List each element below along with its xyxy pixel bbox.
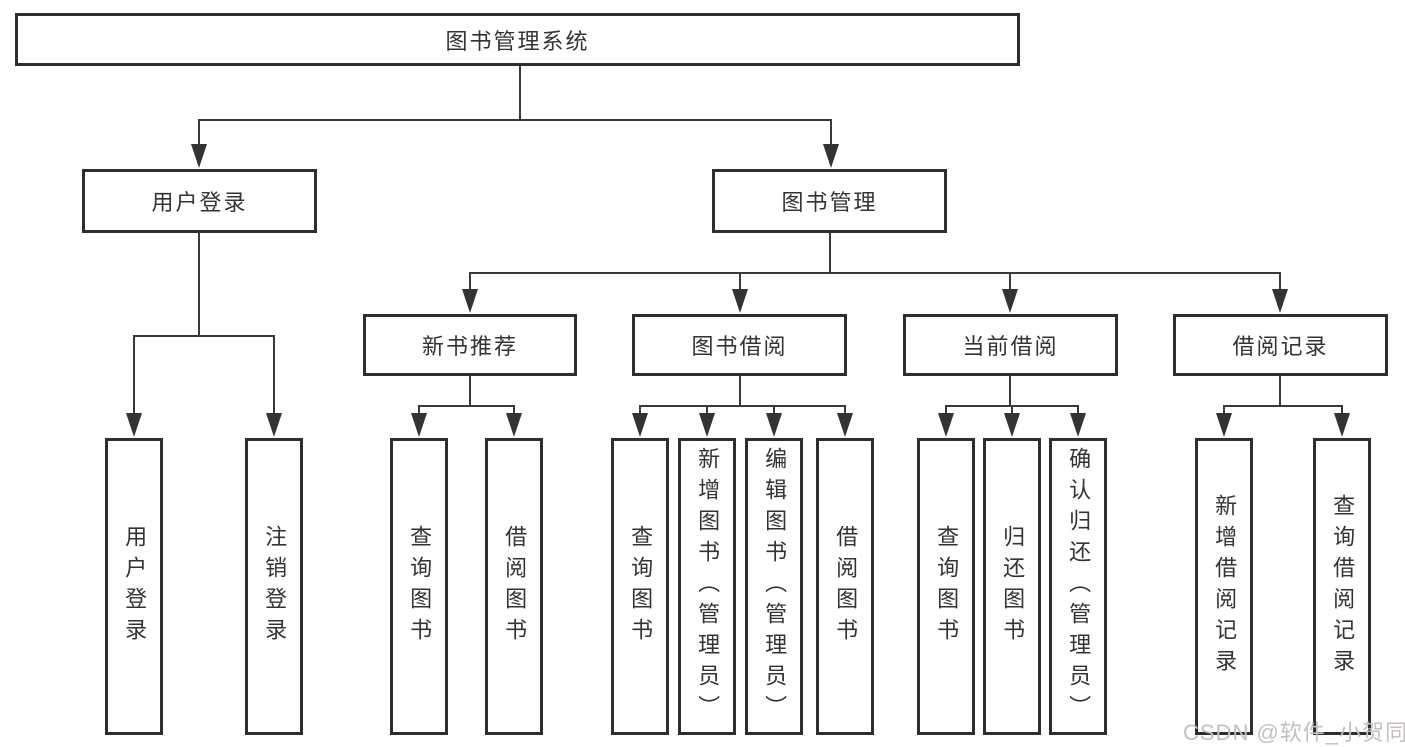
connector-line bbox=[945, 405, 947, 415]
arrow-down-icon bbox=[837, 413, 853, 437]
arrow-down-icon bbox=[191, 144, 207, 168]
leaf-logout: 注销登录 bbox=[245, 438, 303, 735]
connector-line bbox=[1009, 376, 1011, 407]
leaf-records-add: 新增借阅记录 bbox=[1195, 438, 1253, 735]
connector-line bbox=[830, 119, 832, 146]
node-root-system: 图书管理系统 bbox=[15, 13, 1020, 66]
arrow-down-icon bbox=[266, 413, 282, 437]
leaf-current-return: 归还图书 bbox=[983, 438, 1041, 735]
arrow-down-icon bbox=[506, 413, 522, 437]
arrow-down-icon bbox=[938, 413, 954, 437]
connector-line bbox=[829, 233, 831, 273]
connector-line bbox=[133, 335, 275, 337]
connector-line bbox=[706, 405, 708, 415]
connector-line bbox=[1341, 405, 1343, 415]
csdn-watermark: CSDN @软件_小贺同学 bbox=[1183, 720, 1405, 745]
arrow-down-icon bbox=[1070, 413, 1086, 437]
connector-line bbox=[199, 119, 832, 121]
connector-line bbox=[1224, 405, 1343, 407]
node-new-book-recommend: 新书推荐 bbox=[363, 314, 577, 376]
leaf-borrowing-edit-admin: 编辑图书（管理员） bbox=[745, 438, 803, 735]
arrow-down-icon bbox=[1002, 289, 1018, 313]
connector-line bbox=[198, 233, 200, 337]
connector-line bbox=[469, 272, 471, 291]
arrow-down-icon bbox=[632, 413, 648, 437]
connector-line bbox=[198, 119, 200, 146]
connector-line bbox=[773, 405, 775, 415]
connector-line bbox=[739, 272, 741, 291]
connector-line bbox=[1279, 376, 1281, 407]
connector-line bbox=[639, 405, 641, 415]
node-current-borrowing: 当前借阅 bbox=[903, 314, 1118, 376]
arrow-down-icon bbox=[1216, 413, 1232, 437]
arrow-down-icon bbox=[411, 413, 427, 437]
leaf-borrowing-add-admin: 新增图书（管理员） bbox=[678, 438, 736, 735]
connector-line bbox=[844, 405, 846, 415]
connector-line bbox=[273, 335, 275, 414]
node-user-login: 用户登录 bbox=[82, 169, 317, 233]
connector-line bbox=[519, 66, 521, 119]
leaf-borrowing-borrow: 借阅图书 bbox=[816, 438, 874, 735]
leaf-user-login: 用户登录 bbox=[105, 438, 163, 735]
leaf-newbooks-borrow: 借阅图书 bbox=[485, 438, 543, 735]
arrow-down-icon bbox=[766, 413, 782, 437]
leaf-current-confirm-return-admin: 确认归还（管理员） bbox=[1049, 438, 1107, 735]
leaf-current-query: 查询图书 bbox=[917, 438, 975, 735]
connector-line bbox=[1011, 405, 1013, 415]
leaf-borrowing-query: 查询图书 bbox=[611, 438, 669, 735]
node-book-borrowing: 图书借阅 bbox=[632, 314, 847, 376]
connector-line bbox=[640, 405, 846, 407]
connector-line bbox=[1223, 405, 1225, 415]
connector-line bbox=[739, 376, 741, 407]
arrow-down-icon bbox=[126, 413, 142, 437]
connector-line bbox=[419, 405, 515, 407]
arrow-down-icon bbox=[823, 144, 839, 168]
arrow-down-icon bbox=[732, 289, 748, 313]
connector-line bbox=[470, 272, 1281, 274]
connector-line bbox=[1009, 272, 1011, 291]
arrow-down-icon bbox=[699, 413, 715, 437]
node-borrowing-records: 借阅记录 bbox=[1173, 314, 1388, 376]
connector-line bbox=[1279, 272, 1281, 291]
leaf-newbooks-query: 查询图书 bbox=[390, 438, 448, 735]
node-book-management: 图书管理 bbox=[712, 169, 947, 233]
connector-line bbox=[133, 335, 135, 414]
connector-line bbox=[469, 376, 471, 407]
connector-line bbox=[513, 405, 515, 415]
arrow-down-icon bbox=[1272, 289, 1288, 313]
arrow-down-icon bbox=[1334, 413, 1350, 437]
connector-line bbox=[418, 405, 420, 415]
connector-line bbox=[1077, 405, 1079, 415]
leaf-records-query: 查询借阅记录 bbox=[1313, 438, 1371, 735]
arrow-down-icon bbox=[462, 289, 478, 313]
arrow-down-icon bbox=[1004, 413, 1020, 437]
